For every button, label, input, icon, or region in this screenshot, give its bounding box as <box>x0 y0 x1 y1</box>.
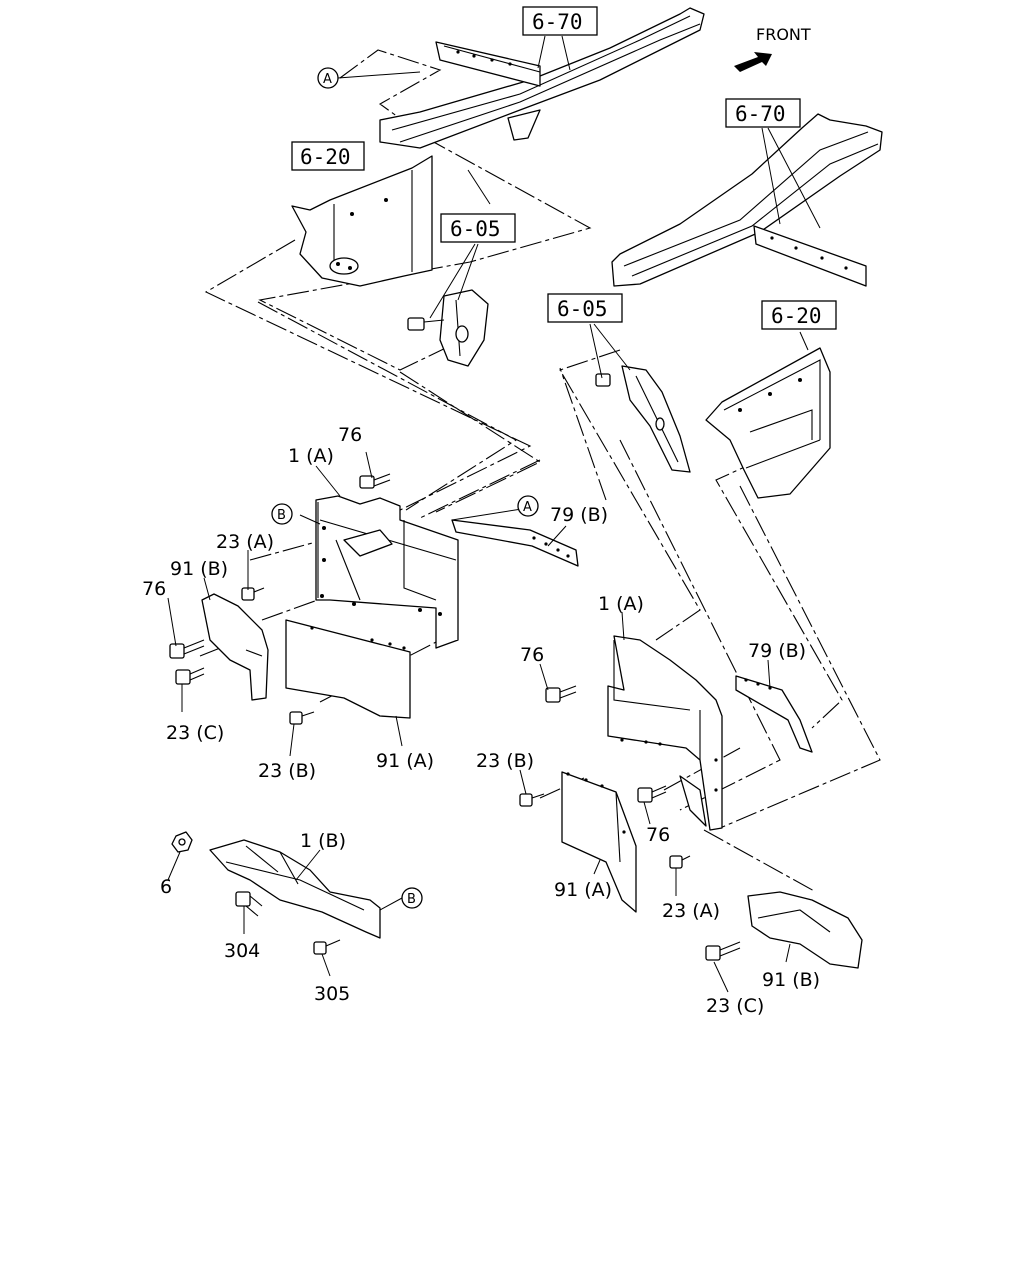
spring-hanger-left <box>407 289 489 367</box>
svg-text:B: B <box>277 508 286 523</box>
frame-rail-top <box>379 7 705 149</box>
splash-guard-left <box>201 593 269 701</box>
ref-box-frame-top: 6-70 <box>522 6 598 36</box>
label-23b: 23 (B) <box>476 750 534 772</box>
bolt-76-left-icon <box>169 639 205 659</box>
spring-bracket-right <box>705 347 831 499</box>
label-23c: 23 (C) <box>166 722 224 744</box>
ref-box-hanger-right: 6-05 <box>547 293 623 323</box>
mudguard-bracket-right <box>607 635 723 831</box>
ref-box-hanger-left: 6-05 <box>440 213 516 243</box>
label-91b: 91 (B) <box>170 558 228 580</box>
ref-box-frame-right: 6-70 <box>725 98 801 128</box>
marker-b-low: B <box>401 887 423 909</box>
svg-text:6-20: 6-20 <box>300 145 351 169</box>
bolt-76-right-top-icon <box>545 685 577 703</box>
label-1b: 1 (B) <box>300 830 346 852</box>
svg-text:6-70: 6-70 <box>532 10 583 34</box>
label-76: 76 <box>520 644 544 666</box>
bolt-76-right-mid-icon <box>637 785 667 803</box>
marker-a-top: A <box>317 67 339 89</box>
svg-text:A: A <box>523 500 532 515</box>
svg-text:B: B <box>407 892 416 907</box>
label-6: 6 <box>160 876 172 898</box>
label-304: 304 <box>224 940 260 962</box>
stay-right <box>735 675 813 753</box>
label-305: 305 <box>314 983 350 1005</box>
label-23b: 23 (B) <box>258 760 316 782</box>
label-1a: 1 (A) <box>598 593 644 615</box>
part-labels: 76 1 (A) 23 (A) 91 (B) 76 23 (C) 23 (B) … <box>142 424 820 1017</box>
spring-bracket-left <box>291 155 433 287</box>
ref-box-bracket-left: 6-20 <box>291 141 365 171</box>
svg-text:6-05: 6-05 <box>450 217 501 241</box>
svg-text:A: A <box>323 72 332 87</box>
label-23a: 23 (A) <box>662 900 720 922</box>
bolt-23c-left-icon <box>175 667 205 685</box>
label-91a: 91 (A) <box>376 750 434 772</box>
spring-hanger-right <box>595 365 691 473</box>
mud-flap-right <box>561 771 637 913</box>
fasteners <box>169 473 741 961</box>
bolt-76-top-icon <box>359 473 391 489</box>
label-23c: 23 (C) <box>706 995 764 1017</box>
marker-a-mid: A <box>517 495 539 517</box>
svg-text:6-20: 6-20 <box>771 304 822 328</box>
bolt-23c-right-icon <box>705 941 741 961</box>
label-1a: 1 (A) <box>288 445 334 467</box>
bolt-305-icon <box>313 939 341 955</box>
label-91b: 91 (B) <box>762 969 820 991</box>
nut-6-icon <box>171 831 193 853</box>
ref-box-bracket-right: 6-20 <box>761 300 837 330</box>
label-76: 76 <box>338 424 362 446</box>
label-79b: 79 (B) <box>550 504 608 526</box>
marker-b-mid: B <box>271 503 293 525</box>
leader-lines <box>167 35 821 993</box>
label-79b: 79 (B) <box>748 640 806 662</box>
label-91a: 91 (A) <box>554 879 612 901</box>
front-label: FRONT <box>756 25 811 44</box>
bolt-23a-right-icon <box>669 855 691 869</box>
front-indicator: FRONT <box>734 25 811 72</box>
label-76: 76 <box>646 824 670 846</box>
label-23a: 23 (A) <box>216 531 274 553</box>
mudguard-bracket-left <box>315 495 459 649</box>
bolt-23a-left-icon <box>241 587 265 601</box>
front-arrow-icon <box>734 52 772 72</box>
bolt-23b-right-icon <box>519 793 545 807</box>
label-76: 76 <box>142 578 166 600</box>
svg-text:6-05: 6-05 <box>557 297 608 321</box>
bolt-304-icon <box>235 891 263 917</box>
bolt-23b-left-icon <box>289 711 315 725</box>
frame-rail-right <box>611 113 883 287</box>
svg-text:6-70: 6-70 <box>735 102 786 126</box>
mud-flap-left <box>285 619 411 719</box>
stay-left <box>451 519 579 567</box>
lower-bracket-1b <box>209 839 381 939</box>
splash-guard-right <box>747 891 863 969</box>
